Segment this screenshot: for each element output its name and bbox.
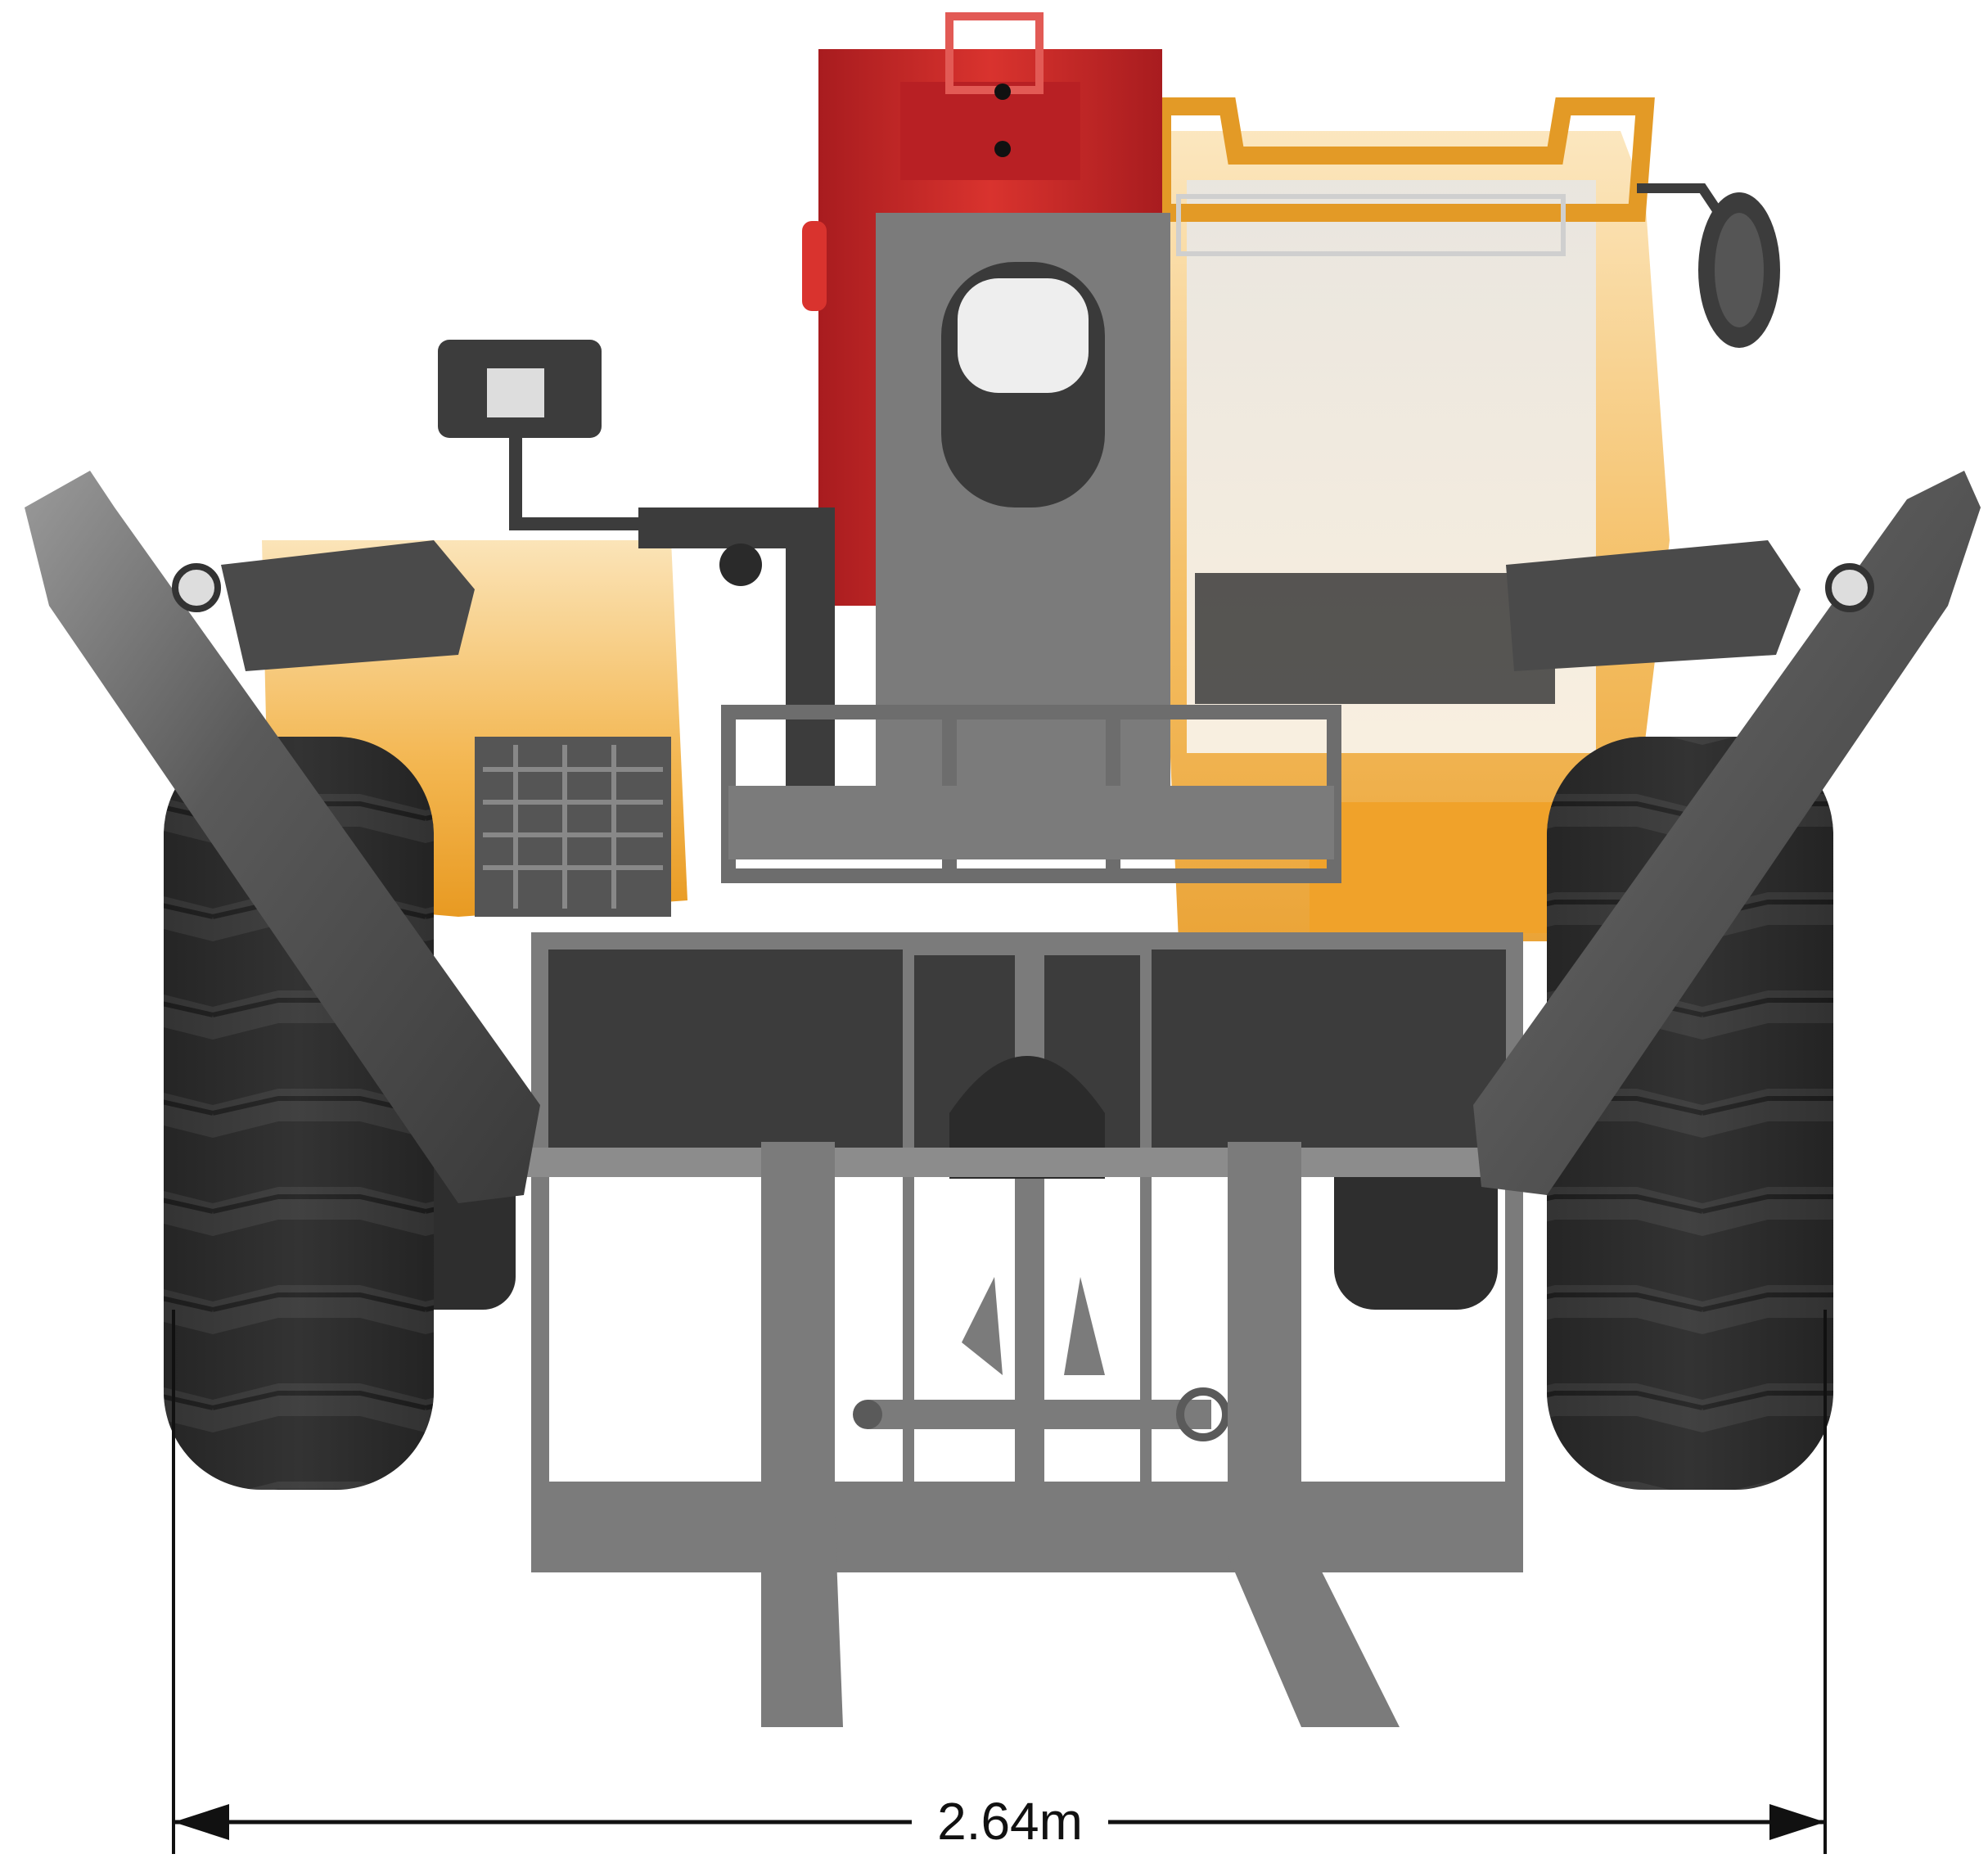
- carriage-plate: [638, 213, 1170, 819]
- cross-tube: [483, 1148, 1580, 1177]
- right-stabilizer: [1473, 471, 1981, 1195]
- left-arrowhead: [174, 1804, 229, 1840]
- cab: [1153, 97, 1670, 941]
- left-mirror: [438, 340, 692, 545]
- left-stabilizer: [25, 471, 540, 1203]
- right-mirror: [1637, 183, 1780, 348]
- upper-fork-crossbar: [728, 786, 1334, 859]
- right-arrowhead: [1769, 1804, 1825, 1840]
- right-fork: [1228, 1142, 1400, 1727]
- fork-frame: [531, 932, 1523, 1572]
- right-fender: [1506, 540, 1801, 671]
- left-fork: [761, 1142, 843, 1727]
- left-fender: [221, 540, 475, 671]
- width-dimension-label: 2.64m: [912, 1793, 1108, 1850]
